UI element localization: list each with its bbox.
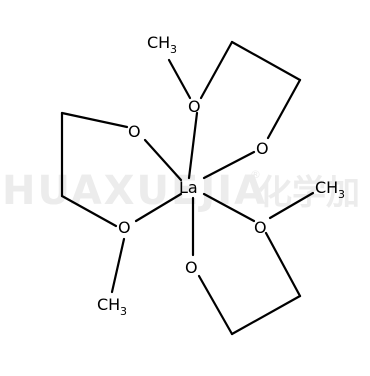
bond-la-o-right-lower [202, 192, 256, 223]
watermark-latin: HUAXUEJIA [2, 168, 267, 214]
methyl-bottom-left-ch: CH [97, 295, 120, 314]
bond-c4-o-left-lower [60, 194, 118, 228]
bond-c1-c2 [230, 40, 302, 82]
methyl-right-ch: CH [315, 178, 338, 197]
watermark: HUAXUEJIA ® 化学加 [2, 168, 360, 214]
methyl-bottom-left-subscript: 3 [120, 305, 127, 318]
atom-o-top: O [188, 97, 201, 116]
atom-labels: La O O O O O O CH 3 CH 3 CH 3 [97, 33, 345, 318]
bond-o-right-lower-ch3 [268, 191, 315, 220]
bond-c5-c6 [230, 294, 302, 336]
watermark-chinese: 化学加 [258, 173, 360, 213]
bond-o-left-lower-ch3 [110, 237, 126, 294]
atom-o-left-upper: O [128, 122, 141, 141]
bond-o-top-ch3 [167, 58, 192, 100]
bond-la-o-top [187, 111, 199, 180]
methyl-right: CH 3 [315, 178, 345, 201]
atom-o-left-lower: O [118, 218, 131, 237]
methyl-top: CH 3 [147, 33, 177, 56]
methyl-bottom-left: CH 3 [97, 295, 127, 318]
atom-o-right-lower: O [254, 218, 267, 237]
bond-o-right-lower-c5 [264, 231, 302, 298]
watermark-registered: ® [250, 168, 261, 181]
bond-la-o-left-upper [143, 138, 183, 182]
methyl-top-subscript: 3 [170, 43, 177, 56]
atom-la: La [179, 178, 198, 197]
bond-o-left-upper-c3 [60, 111, 129, 129]
bond-o-top-c1 [199, 40, 234, 100]
bonds [60, 40, 315, 336]
atom-o-bottom: O [185, 258, 198, 277]
bond-c6-o-bottom [197, 274, 234, 336]
atom-o-right: O [256, 139, 269, 158]
bond-la-o-right [202, 150, 256, 180]
methyl-right-subscript: 3 [338, 188, 345, 201]
bond-la-o-left-lower [134, 192, 183, 223]
bond-c2-o-right [266, 78, 302, 140]
methyl-top-ch: CH [147, 33, 170, 52]
